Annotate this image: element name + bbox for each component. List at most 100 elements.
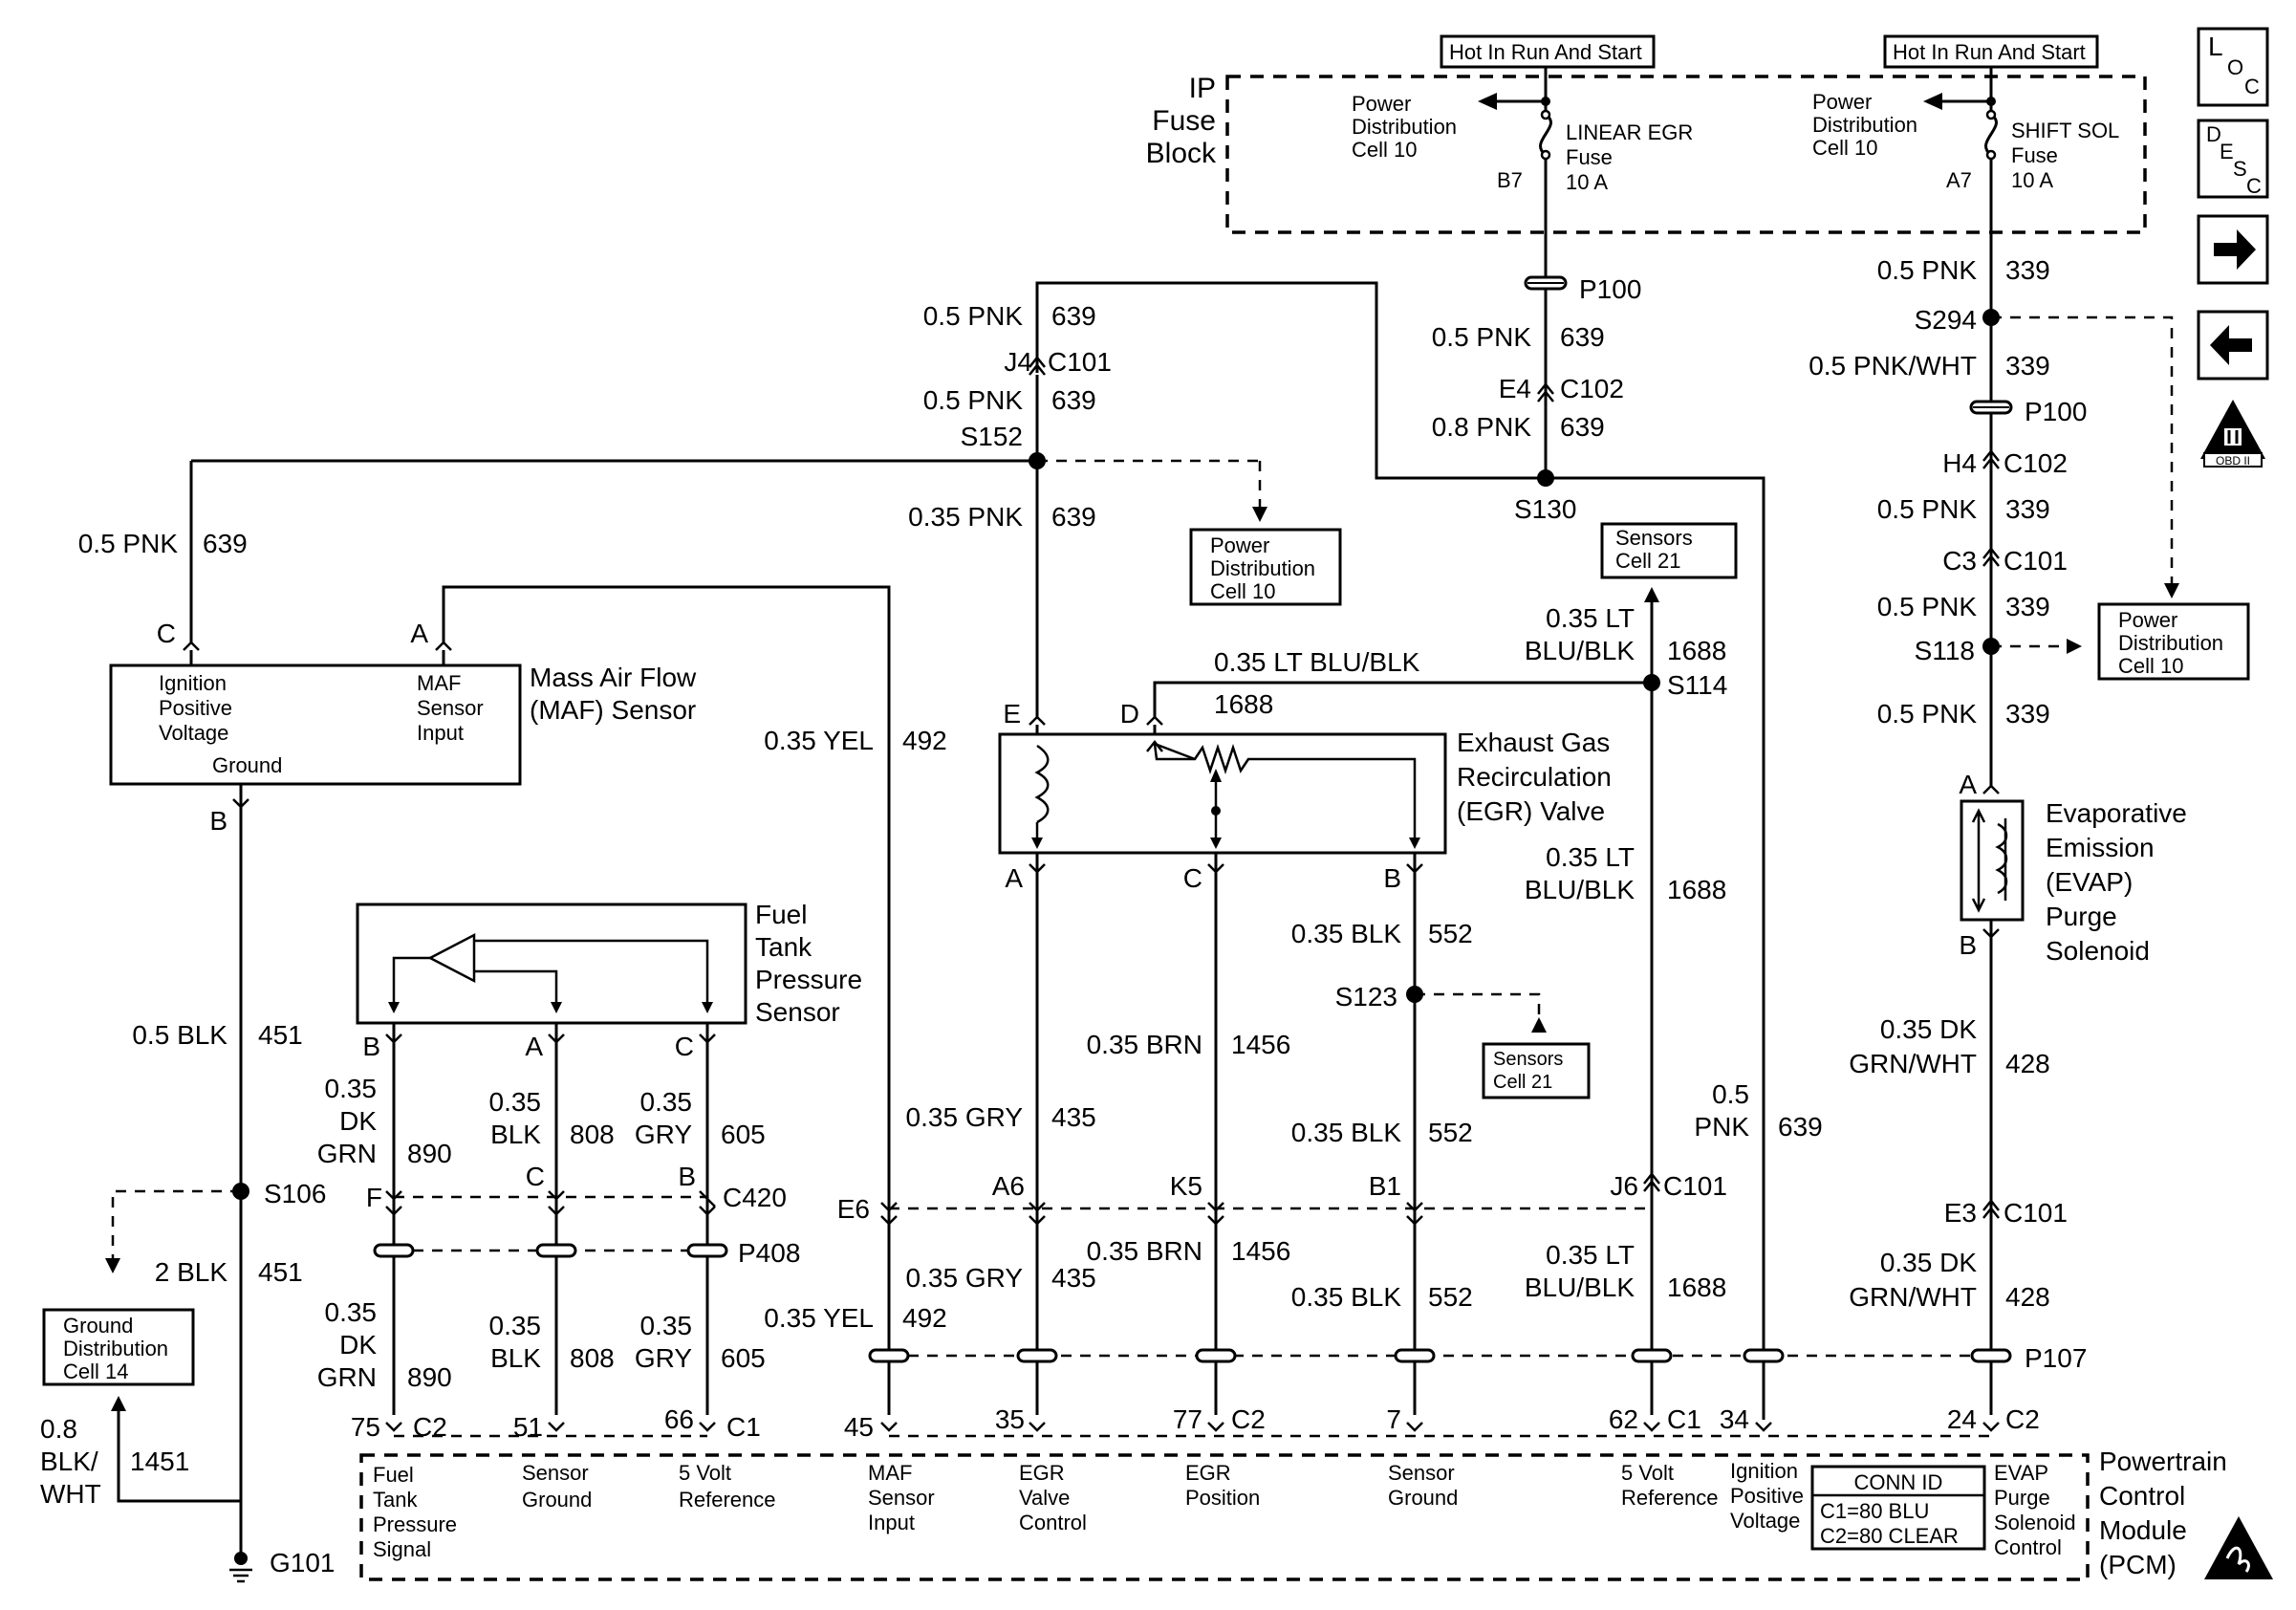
svg-text:L: L [2208, 32, 2223, 61]
svg-text:0.35 DK: 0.35 DK [1880, 1248, 1977, 1277]
svg-text:Distribution: Distribution [2118, 631, 2223, 655]
svg-text:B7: B7 [1497, 168, 1523, 192]
svg-text:0.35 LT: 0.35 LT [1546, 603, 1635, 633]
svg-text:F: F [366, 1183, 382, 1212]
svg-text:Fuse: Fuse [2011, 143, 2058, 167]
svg-text:0.35 BRN: 0.35 BRN [1087, 1236, 1202, 1266]
svg-text:OBD II: OBD II [2216, 454, 2250, 468]
svg-text:C102: C102 [2004, 448, 2068, 478]
svg-text:24: 24 [1947, 1404, 1977, 1434]
svg-text:0.35: 0.35 [640, 1087, 693, 1117]
svg-text:0.5 BLK: 0.5 BLK [132, 1020, 227, 1050]
svg-text:1456: 1456 [1231, 1236, 1290, 1266]
svg-text:C2: C2 [1231, 1404, 1266, 1434]
connector-p107-row: P107 [868, 1343, 2087, 1373]
svg-text:C420: C420 [723, 1183, 787, 1212]
svg-text:0.35 PNK: 0.35 PNK [908, 502, 1023, 532]
svg-text:Cell 10: Cell 10 [1352, 138, 1417, 162]
fuse-block-outline [1225, 75, 2147, 234]
power-distribution-box [1189, 528, 1342, 606]
svg-text:Power: Power [1812, 90, 1872, 114]
svg-text:428: 428 [2005, 1282, 2050, 1312]
svg-text:E: E [1003, 699, 1021, 729]
svg-text:P100: P100 [2025, 397, 2087, 426]
desc-icon[interactable] [2197, 119, 2269, 199]
svg-text:Reference: Reference [679, 1488, 776, 1512]
hot-label: Hot In Run And Start [1893, 40, 2086, 64]
ftp-title: Fuel [755, 900, 807, 929]
svg-text:Cell 21: Cell 21 [1615, 549, 1680, 573]
egr-valve: E D Exhaust Gas Recirculation (EGR) Valv… [906, 699, 1612, 1415]
svg-text:35: 35 [995, 1404, 1025, 1434]
svg-text:451: 451 [258, 1020, 303, 1050]
esd-warning-icon [2204, 1516, 2273, 1579]
svg-text:0.5 PNK: 0.5 PNK [1877, 494, 1978, 524]
svg-text:Power: Power [2118, 608, 2177, 632]
fuel-tank-pressure-sensor: Fuel Tank Pressure Sensor B A C 0.35 DK … [317, 900, 862, 1415]
svg-text:492: 492 [902, 726, 947, 755]
svg-text:C: C [2244, 75, 2260, 98]
svg-text:C1=80 BLU: C1=80 BLU [1820, 1499, 1929, 1523]
svg-text:C1: C1 [726, 1412, 761, 1442]
svg-text:Input: Input [868, 1511, 915, 1534]
svg-text:Purge: Purge [2046, 902, 2117, 931]
svg-text:C: C [2246, 174, 2262, 198]
svg-text:PNK: PNK [1694, 1112, 1749, 1142]
svg-text:0.8: 0.8 [40, 1414, 77, 1444]
svg-text:0.5 PNK: 0.5 PNK [923, 301, 1024, 331]
splice-s130 [1537, 469, 1554, 487]
right-arrow-icon[interactable] [2197, 214, 2269, 285]
svg-text:Fuel: Fuel [373, 1463, 414, 1487]
svg-text:E6: E6 [837, 1194, 870, 1224]
svg-text:Input: Input [417, 721, 464, 745]
svg-text:Block: Block [1146, 138, 1217, 169]
svg-text:639: 639 [1051, 301, 1096, 331]
svg-text:H4: H4 [1942, 448, 1977, 478]
svg-text:66: 66 [664, 1404, 694, 1434]
svg-text:62: 62 [1609, 1404, 1638, 1434]
left-arrow-icon[interactable] [2197, 310, 2269, 381]
svg-text:2 BLK: 2 BLK [155, 1257, 228, 1287]
svg-text:552: 552 [1428, 1282, 1473, 1312]
svg-text:Sensors: Sensors [1615, 526, 1693, 550]
svg-text:(EVAP): (EVAP) [2046, 867, 2133, 897]
svg-text:0.35 BRN: 0.35 BRN [1087, 1030, 1202, 1059]
svg-text:0.35 GRY: 0.35 GRY [906, 1263, 1024, 1293]
svg-text:S: S [2233, 157, 2247, 181]
svg-text:Ground: Ground [212, 753, 282, 777]
svg-text:Sensor: Sensor [417, 696, 484, 720]
svg-text:492: 492 [902, 1303, 947, 1333]
svg-text:BLK: BLK [490, 1343, 541, 1373]
conn-id-box [1810, 1465, 1986, 1551]
svg-text:7: 7 [1386, 1404, 1401, 1434]
svg-text:639: 639 [203, 529, 248, 558]
svg-text:DK: DK [339, 1330, 377, 1360]
svg-text:(EGR) Valve: (EGR) Valve [1457, 796, 1605, 826]
svg-text:S123: S123 [1335, 982, 1397, 1012]
ip-fuse-block: IP Fuse Block Hot In Run And Start Hot I… [1146, 34, 2147, 234]
sensors-box [1482, 1042, 1591, 1099]
arrow-left-icon [1478, 93, 1497, 110]
maf-title: Mass Air Flow [530, 663, 697, 692]
svg-text:GRN: GRN [317, 1139, 377, 1168]
svg-text:Cell 10: Cell 10 [2118, 654, 2183, 678]
circuit-339: 0.5 PNK 339 S294 0.5 PNK/WHT 339 P100 H4… [1809, 232, 2250, 786]
svg-text:GRN/WHT: GRN/WHT [1849, 1049, 1977, 1078]
svg-text:5 Volt: 5 Volt [1621, 1461, 1674, 1485]
svg-text:Ground: Ground [63, 1314, 133, 1338]
svg-text:339: 339 [2005, 592, 2050, 621]
svg-text:P100: P100 [1579, 274, 1641, 304]
svg-text:BLU/BLK: BLU/BLK [1525, 636, 1635, 665]
svg-text:EGR: EGR [1185, 1461, 1231, 1485]
loc-icon[interactable] [2197, 27, 2269, 107]
svg-text:G101: G101 [270, 1548, 336, 1577]
svg-text:435: 435 [1051, 1102, 1096, 1132]
svg-text:(MAF) Sensor: (MAF) Sensor [530, 695, 696, 725]
svg-text:Positive: Positive [159, 696, 232, 720]
svg-text:Solenoid: Solenoid [2046, 936, 2150, 966]
svg-text:Fuse: Fuse [1566, 145, 1613, 169]
svg-text:Solenoid: Solenoid [1994, 1511, 2076, 1534]
svg-text:Ground: Ground [522, 1488, 592, 1512]
svg-text:E3: E3 [1944, 1198, 1977, 1228]
svg-text:J4: J4 [1004, 347, 1032, 377]
